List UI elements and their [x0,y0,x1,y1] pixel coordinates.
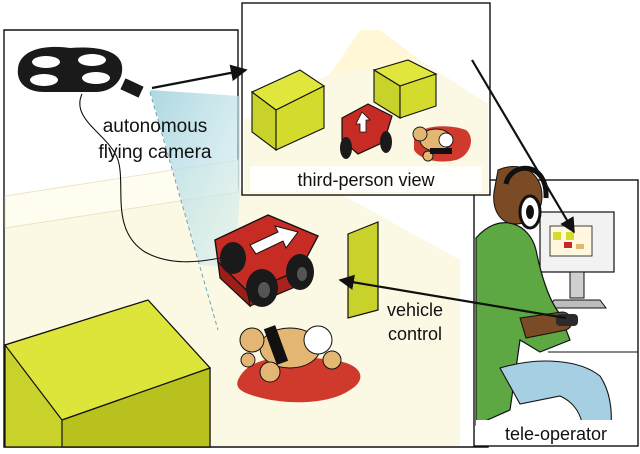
arrow-icon [151,64,248,90]
tpv-green-box-left [250,69,326,152]
main-scene-panel: autonomous flying camera vehicle control [3,29,489,448]
label-vehicle: vehicle [387,300,443,320]
label-control: control [388,324,442,344]
label-tele-operator: tele-operator [505,424,607,444]
label-flying-camera: flying camera [99,142,212,163]
tele-operator-panel: tele-operator [473,165,639,447]
green-box-large [4,299,212,448]
label-third-person-view: third-person view [297,170,435,190]
tpv-green-box-right [372,59,438,119]
tpv-robot-icon [340,103,393,159]
arrow-icon [338,274,567,320]
monitor-icon [539,211,615,309]
tpv-teddy-bear-icon [412,126,471,162]
robot-icon [214,214,319,308]
label-autonomous: autonomous [103,116,208,137]
tether-line [79,93,221,263]
teddy-bear-icon [237,325,361,403]
headphones-icon [503,165,549,230]
third-person-view-panel: third-person view [241,2,491,196]
camera-view-cone [150,90,240,268]
arrow-icon [471,59,575,234]
green-box-right [347,221,379,319]
drone-icon [17,46,144,98]
